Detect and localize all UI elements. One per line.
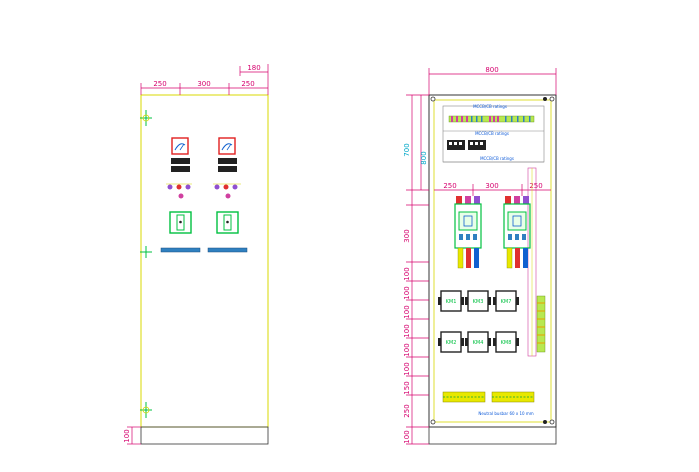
contactor-label: KM8: [501, 340, 512, 346]
contactor-label: KM3: [473, 299, 484, 305]
bottom-terminal-rail-left: [442, 391, 486, 403]
inner-dim-100-f: 100: [403, 362, 411, 375]
front-dim-offset: 180: [247, 64, 260, 72]
front-meter-left-icon: [171, 137, 189, 155]
front-dim-center: 300: [197, 80, 210, 88]
front-cabinet-outline: [140, 94, 269, 428]
contactor-km7-icon: KM7: [493, 290, 519, 312]
front-dim-right: 250: [241, 80, 254, 88]
front-dim-plinth: 100: [123, 429, 131, 442]
contactor-km3-icon: KM3: [465, 290, 491, 312]
inner-dim-mid-left: 250: [443, 182, 456, 190]
mccb-right-icon: [503, 196, 531, 269]
inner-dim-700: 700: [403, 143, 411, 156]
inner-dim-mid-center: 300: [485, 182, 498, 190]
front-indicators-left: [166, 183, 192, 199]
top-caption: MCCB/CB ratings: [475, 131, 509, 136]
inner-dim-150: 150: [403, 381, 411, 394]
contactor-label: KM1: [446, 299, 457, 305]
inner-dim-100-b: 100: [403, 286, 411, 299]
relay-group-right-icon: [468, 140, 486, 150]
inner-dim-800: 800: [420, 151, 428, 164]
mccb-left-icon: [454, 196, 482, 269]
inner-dim-width: 800: [485, 66, 498, 74]
inner-dim-300: 300: [403, 229, 411, 242]
side-terminal-block: [536, 295, 546, 353]
contactor-km2-icon: KM2: [438, 331, 464, 353]
inner-dim-100-e: 100: [403, 343, 411, 356]
meters-caption: MCCB/CB ratings: [480, 156, 514, 161]
front-breaker-handle-left: [169, 211, 192, 234]
neutral-busbar-label: Neutral busbar 60 x 10 mm: [478, 411, 533, 416]
contactor-label: KM2: [446, 340, 457, 346]
front-breaker-handle-right: [216, 211, 239, 234]
hinge-bottom-icon: [140, 402, 152, 418]
inner-plinth: [428, 426, 557, 445]
front-meter-right-icon: [218, 137, 236, 155]
front-indicators-right: [213, 183, 241, 199]
contactor-km4-icon: KM4: [465, 331, 491, 353]
contactor-km1-icon: KM1: [438, 290, 464, 312]
front-view: 250 300 250 180 100: [123, 64, 269, 445]
front-dim-left: 250: [153, 80, 166, 88]
contactor-km8-icon: KM8: [493, 331, 519, 353]
inner-dim-plinth: 100: [403, 430, 411, 443]
front-plate-left-2: [171, 166, 190, 172]
front-blue-bar-right: [207, 247, 248, 253]
inner-dim-100-a: 100: [403, 267, 411, 280]
front-plate-right: [218, 158, 237, 164]
relay-group-left-icon: [447, 140, 465, 150]
hinge-top-icon: [140, 110, 152, 126]
inner-dim-100-c: 100: [403, 305, 411, 318]
front-blue-bar-left: [160, 247, 201, 253]
inner-dim-250: 250: [403, 404, 411, 417]
contactor-label: KM7: [501, 299, 512, 305]
front-plate-right-2: [218, 166, 237, 172]
front-plate-left: [171, 158, 190, 164]
front-plinth: [140, 426, 269, 445]
bottom-terminal-rail-right: [491, 391, 535, 403]
inner-dim-100-d: 100: [403, 324, 411, 337]
contactor-label: KM4: [473, 340, 484, 346]
top-strip-label: MCCB/CB ratings: [473, 104, 507, 109]
terminal-strip: [448, 115, 535, 123]
inner-view: 800 700 800 300 100 100 100 100 100 100 …: [403, 66, 557, 445]
hinge-middle-icon: [140, 246, 152, 258]
